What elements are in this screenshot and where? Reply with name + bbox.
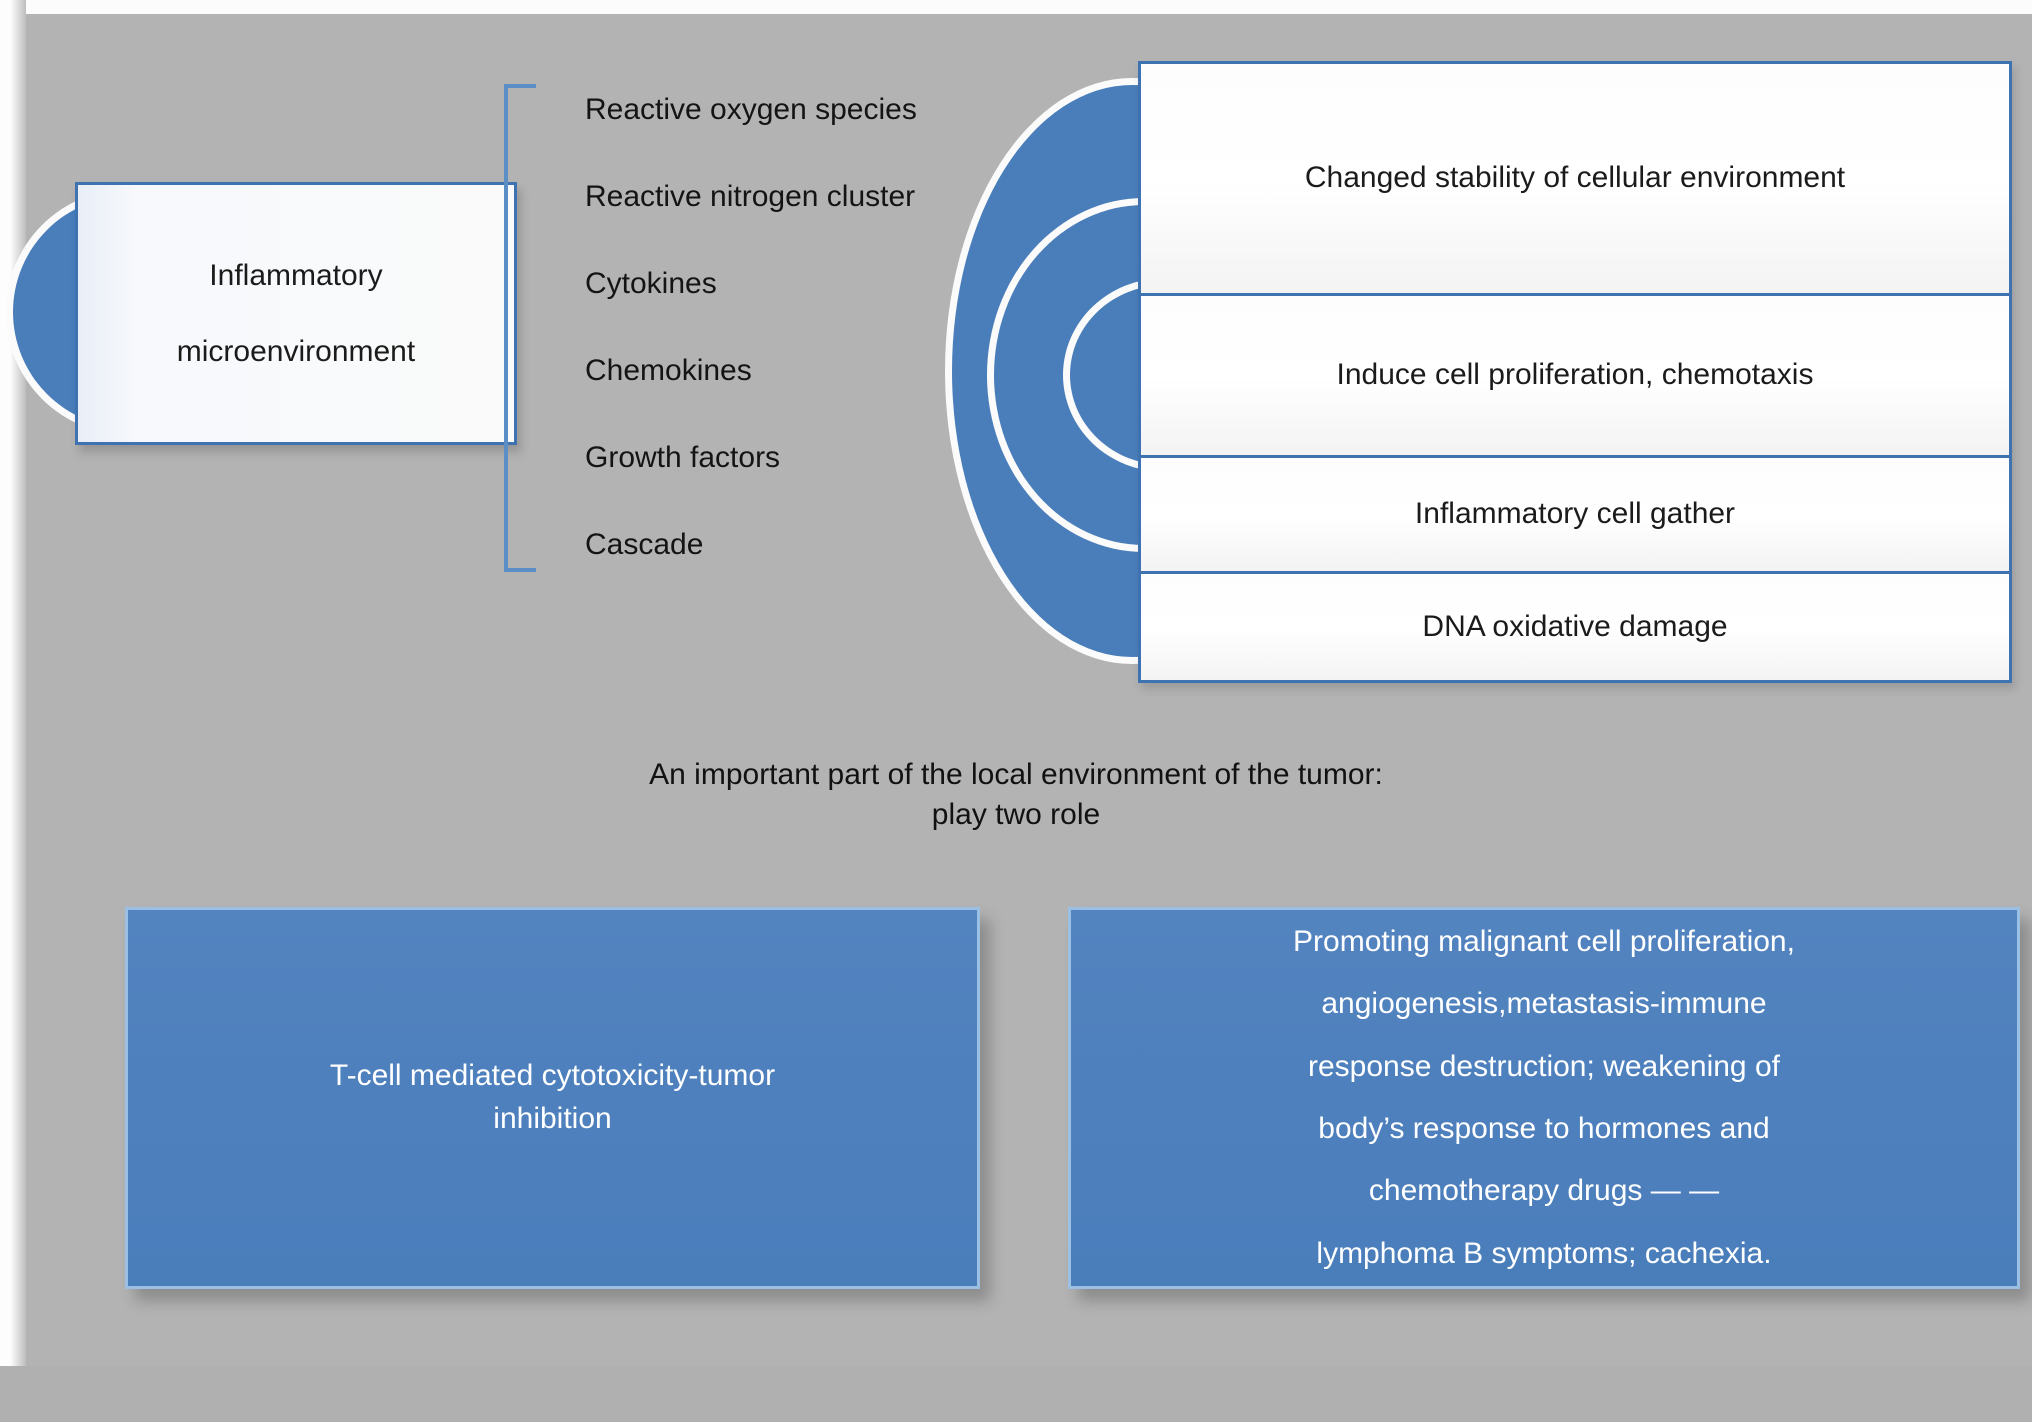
left-node-line2: microenvironment bbox=[176, 334, 416, 368]
left-node-line1: Inflammatory bbox=[209, 258, 383, 292]
centre-caption: An important part of the local environme… bbox=[0, 755, 2032, 835]
list-item[interactable]: Reactive oxygen species bbox=[585, 93, 917, 126]
table-row[interactable]: Inflammatory cell gather bbox=[1141, 458, 2009, 574]
canvas-bottom-band bbox=[0, 1366, 2032, 1422]
mediator-bracket bbox=[504, 84, 536, 572]
list-item[interactable]: Cascade bbox=[585, 528, 704, 561]
role-right-line2: angiogenesis,metastasis-immune bbox=[1321, 987, 1767, 1021]
role-left-line2: inhibition bbox=[493, 1102, 612, 1135]
inflammatory-microenvironment-box[interactable]: Inflammatory microenvironment bbox=[75, 182, 517, 445]
role-right-line4: body’s response to hormones and bbox=[1318, 1112, 1770, 1145]
table-row[interactable]: Induce cell proliferation, chemotaxis bbox=[1141, 296, 2009, 458]
role-right-line5: chemotherapy drugs — — bbox=[1368, 1174, 1720, 1208]
role-box-protumor[interactable]: Promoting malignant cell proliferation, … bbox=[1068, 907, 2020, 1289]
role-right-line3: response destruction; weakening of bbox=[1308, 1049, 1780, 1083]
list-item[interactable]: Reactive nitrogen cluster bbox=[585, 180, 916, 213]
role-left-text: T-cell mediated cytotoxicity-tumor inhib… bbox=[330, 1055, 775, 1140]
canvas-top-edge bbox=[0, 0, 2032, 14]
role-right-line1: Promoting malignant cell proliferation, bbox=[1293, 924, 1795, 958]
role-box-antitumor[interactable]: T-cell mediated cytotoxicity-tumor inhib… bbox=[125, 907, 980, 1289]
effects-group: Changed stability of cellular environmen… bbox=[952, 55, 2012, 695]
table-row[interactable]: Changed stability of cellular environmen… bbox=[1141, 64, 2009, 296]
role-right-line6: lymphoma B symptoms; cachexia. bbox=[1316, 1236, 1772, 1270]
list-item[interactable]: Cytokines bbox=[585, 267, 717, 300]
inflammatory-microenvironment-node[interactable]: Inflammatory microenvironment bbox=[13, 182, 533, 452]
effects-panel: Changed stability of cellular environmen… bbox=[1138, 61, 2012, 683]
role-left-line1: T-cell mediated cytotoxicity-tumor bbox=[329, 1059, 776, 1093]
canvas-left-edge bbox=[0, 0, 26, 1422]
mediator-list: Reactive oxygen species Reactive nitroge… bbox=[545, 66, 1005, 588]
table-row[interactable]: DNA oxidative damage bbox=[1141, 574, 2009, 680]
centre-caption-line1: An important part of the local environme… bbox=[649, 758, 1383, 791]
list-item[interactable]: Growth factors bbox=[585, 441, 781, 474]
list-item[interactable]: Chemokines bbox=[585, 354, 752, 387]
centre-caption-line2: play two role bbox=[931, 798, 1101, 832]
role-right-text: Promoting malignant cell proliferation, … bbox=[1267, 911, 1821, 1285]
